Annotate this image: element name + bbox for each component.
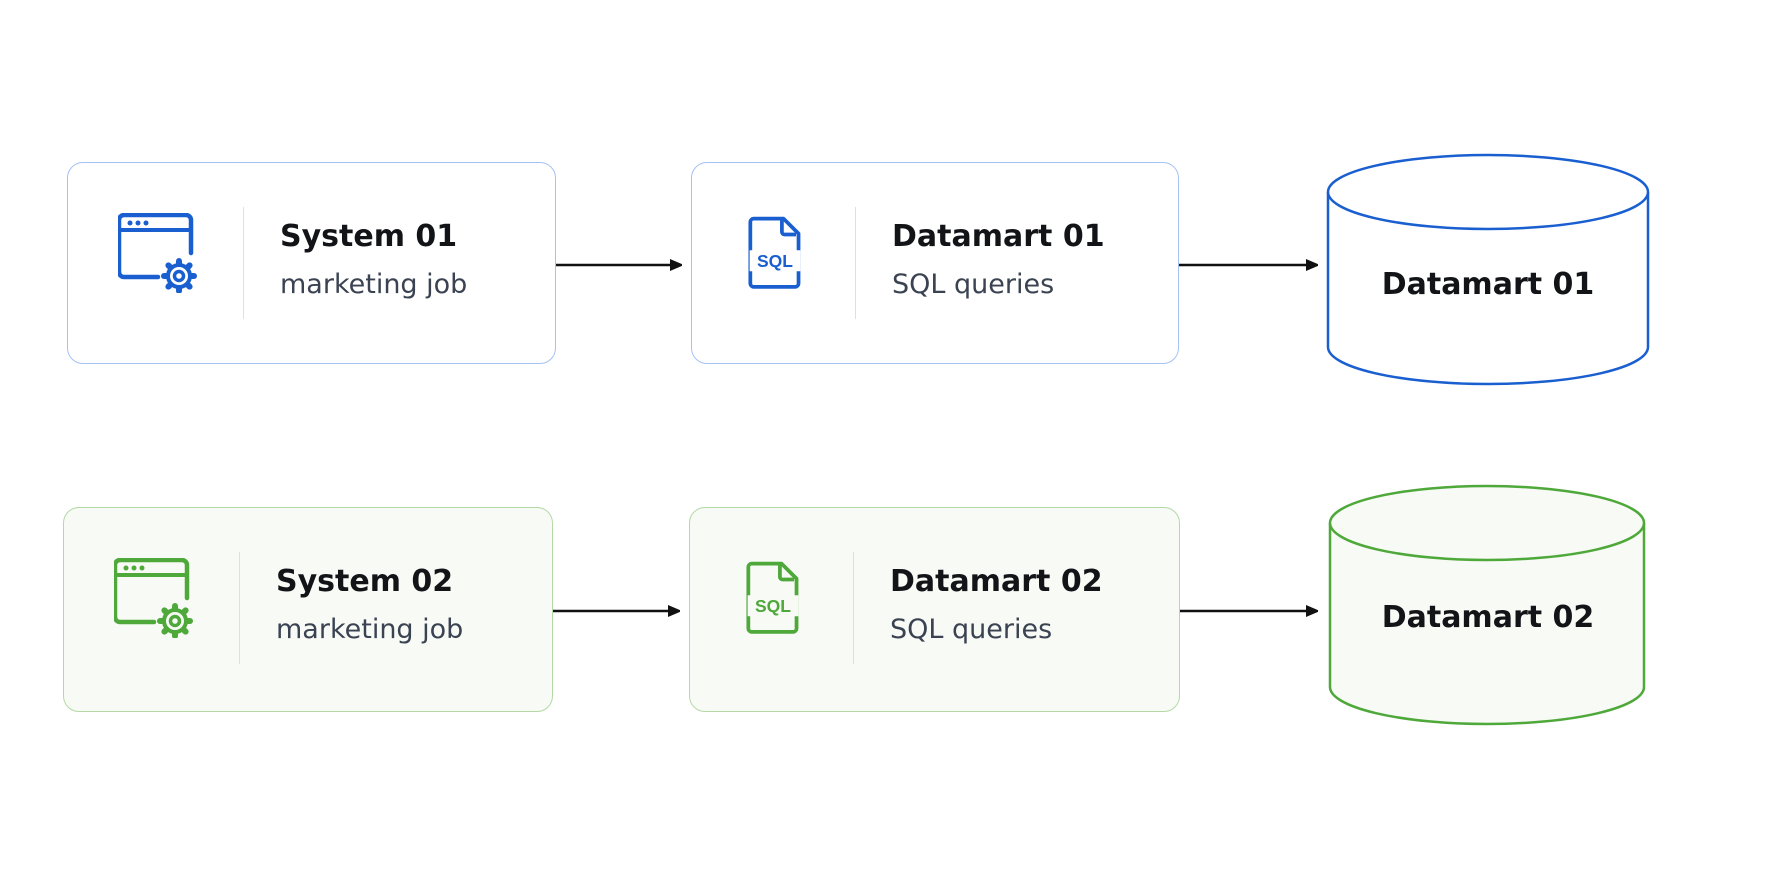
app-window-gear-icon [114,558,193,638]
divider [239,552,240,664]
app-window-gear-icon [118,213,197,293]
divider [243,207,244,319]
system-01-box: System 01 marketing job [67,162,556,364]
database-label: Datamart 01 [1381,267,1595,302]
database-cylinder-01 [1326,153,1650,386]
divider [853,552,854,664]
box-title: Datamart 01 [892,219,1105,254]
database-cylinder-02 [1328,484,1646,726]
box-subtitle: marketing job [276,614,464,645]
box-subtitle: marketing job [280,269,468,300]
datamart-02-sql-box: SQL Datamart 02 SQL queries [689,507,1180,712]
box-title: System 02 [276,564,454,599]
box-title: System 01 [280,219,458,254]
database-label: Datamart 02 [1381,600,1595,635]
box-title: Datamart 02 [890,564,1103,599]
sql-file-icon: SQL [746,561,799,634]
box-subtitle: SQL queries [892,269,1055,300]
system-02-box: System 02 marketing job [63,507,553,712]
sql-file-icon: SQL [748,216,801,289]
sql-icon-text: SQL [755,596,791,616]
divider [855,207,856,319]
box-subtitle: SQL queries [890,614,1053,645]
datamart-01-sql-box: SQL Datamart 01 SQL queries [691,162,1179,364]
sql-icon-text: SQL [757,251,793,271]
